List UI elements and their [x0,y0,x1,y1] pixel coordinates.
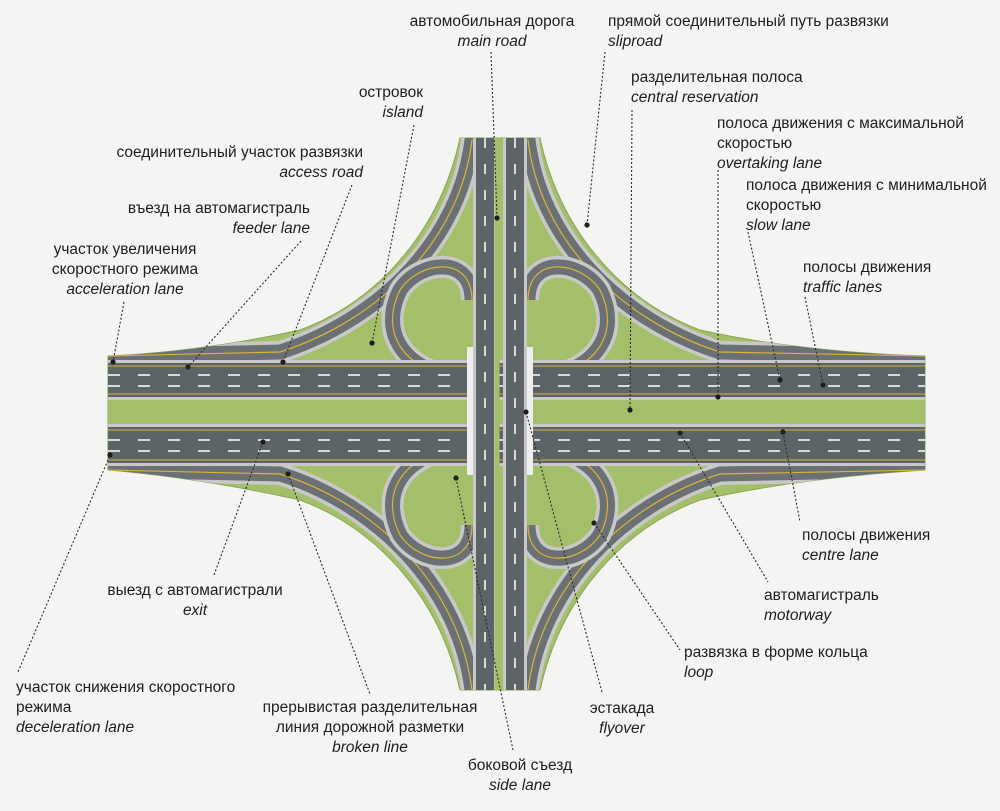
label-slow-lane-en: slow lane [746,217,811,234]
label-central-reservation-en: central reservation [631,89,759,106]
label-access-road: соединительный участок развязки access r… [60,143,363,183]
label-slow-lane-ru: полоса движения с минимальной скоростью [746,177,987,214]
label-feeder-lane-en: feeder lane [232,220,310,237]
label-island-ru: островок [358,84,423,101]
label-exit-en: exit [182,602,208,619]
label-loop: развязка в форме кольца loop [684,643,868,683]
label-central-reservation: разделительная полоса central reservatio… [631,68,803,108]
label-acceleration-lane: участок увеличения скоростного режима ac… [40,240,210,300]
label-feeder-lane-ru: въезд на автомагистраль [127,200,310,217]
label-sliproad-ru: прямой соединительный путь развязки [608,13,889,30]
label-traffic-lanes: полосы движения traffic lanes [803,258,931,298]
label-exit: выезд с автомагистрали exit [95,581,295,621]
label-traffic-lanes-ru: полосы движения [803,259,932,276]
label-traffic-lanes-en: traffic lanes [803,279,883,296]
label-deceleration-lane-en: deceleration lane [16,719,135,736]
label-acceleration-lane-en: acceleration lane [66,281,184,298]
label-centre-lane-en: centre lane [802,547,879,564]
label-centre-lane-ru: полосы движения [802,527,931,544]
label-main-road-ru: автомобильная дорога [409,13,575,30]
sliproads [108,138,925,690]
label-loop-en: loop [684,664,714,681]
label-loop-ru: развязка в форме кольца [684,644,868,661]
leader-dots [107,215,826,526]
label-main-road-en: main road [457,33,527,50]
label-flyover-en: flyover [599,720,645,737]
label-access-road-en: access road [279,164,363,181]
label-sliproad: прямой соединительный путь развязки slip… [608,12,889,52]
label-side-lane-en: side lane [488,777,552,794]
label-side-lane: боковой съезд side lane [450,756,590,796]
label-centre-lane: полосы движения centre lane [802,526,930,566]
label-slow-lane: полоса движения с минимальной скоростью … [746,176,996,236]
label-main-road: автомобильная дорога main road [392,12,592,52]
label-motorway-en: motorway [764,607,832,624]
label-broken-line-ru: прерывистая разделительная линия дорожно… [262,699,478,736]
label-overtaking-lane-ru: полоса движения с максимальной скоростью [717,115,964,152]
label-flyover-ru: эстакада [589,700,655,717]
label-overtaking-lane-en: overtaking lane [717,155,823,172]
label-exit-ru: выезд с автомагистрали [107,582,283,599]
label-central-reservation-ru: разделительная полоса [631,69,803,86]
label-motorway: автомагистраль motorway [764,586,879,626]
main-road [467,138,533,690]
label-access-road-ru: соединительный участок развязки [116,144,363,161]
label-flyover: эстакада flyover [572,699,672,739]
label-feeder-lane: въезд на автомагистраль feeder lane [60,199,310,239]
label-island-en: island [382,104,424,121]
label-deceleration-lane-ru: участок снижения скоростного режима [16,679,236,716]
label-island: островок island [300,83,423,123]
label-broken-line-en: broken line [332,739,408,756]
label-deceleration-lane: участок снижения скоростного режима dece… [16,678,271,738]
label-motorway-ru: автомагистраль [764,587,879,604]
label-side-lane-ru: боковой съезд [467,757,573,774]
label-overtaking-lane: полоса движения с максимальной скоростью… [717,114,989,174]
label-sliproad-en: sliproad [608,33,663,50]
label-broken-line: прерывистая разделительная линия дорожно… [255,698,485,758]
label-acceleration-lane-ru: участок увеличения скоростного режима [51,241,199,278]
leader-lines [17,51,824,751]
